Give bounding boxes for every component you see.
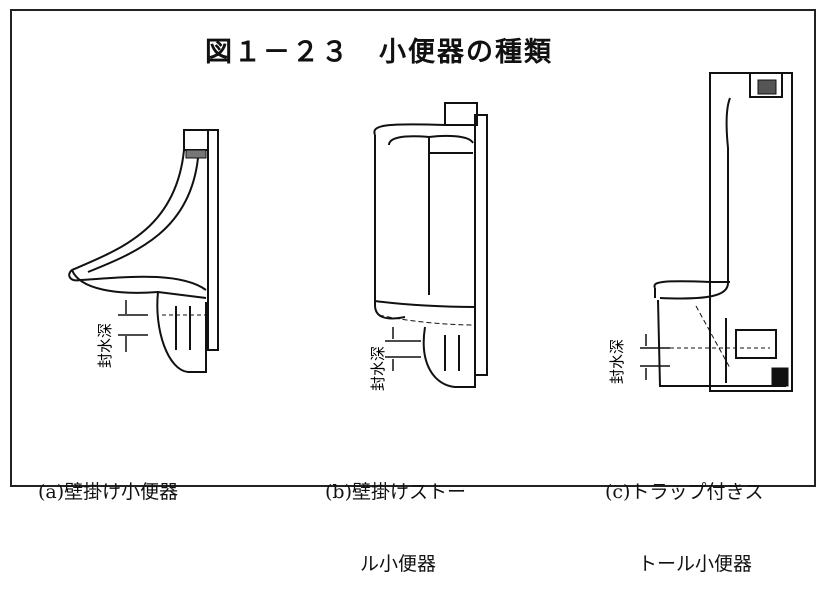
caption-a: (a)壁掛け小便器 [38,432,178,528]
figure-title: 図１－２３ 小便器の種類 [205,37,553,68]
urinal-a-drawing: 封水深 [68,129,219,373]
caption-c: (c)トラップ付きス トール小便器 [605,432,763,600]
caption-b-line-2: ル小便器 [360,553,437,575]
urinal-b-drawing: 封水深 [369,102,488,391]
figure-frame [10,9,816,487]
caption-b-line-1: (b)壁掛けストー [325,481,466,503]
caption-c-line-2: トール小便器 [638,553,753,575]
urinal-c-drawing: 封水深 [608,72,793,392]
caption-a-line-1: (a)壁掛け小便器 [38,481,179,503]
seal-depth-label-a: 封水深 [96,323,114,368]
seal-depth-label-c: 封水深 [608,339,626,384]
caption-c-line-1: (c)トラップ付きス [605,481,764,503]
caption-b: (b)壁掛けストー ル小便器 [325,432,466,600]
seal-depth-label-b: 封水深 [369,346,387,391]
